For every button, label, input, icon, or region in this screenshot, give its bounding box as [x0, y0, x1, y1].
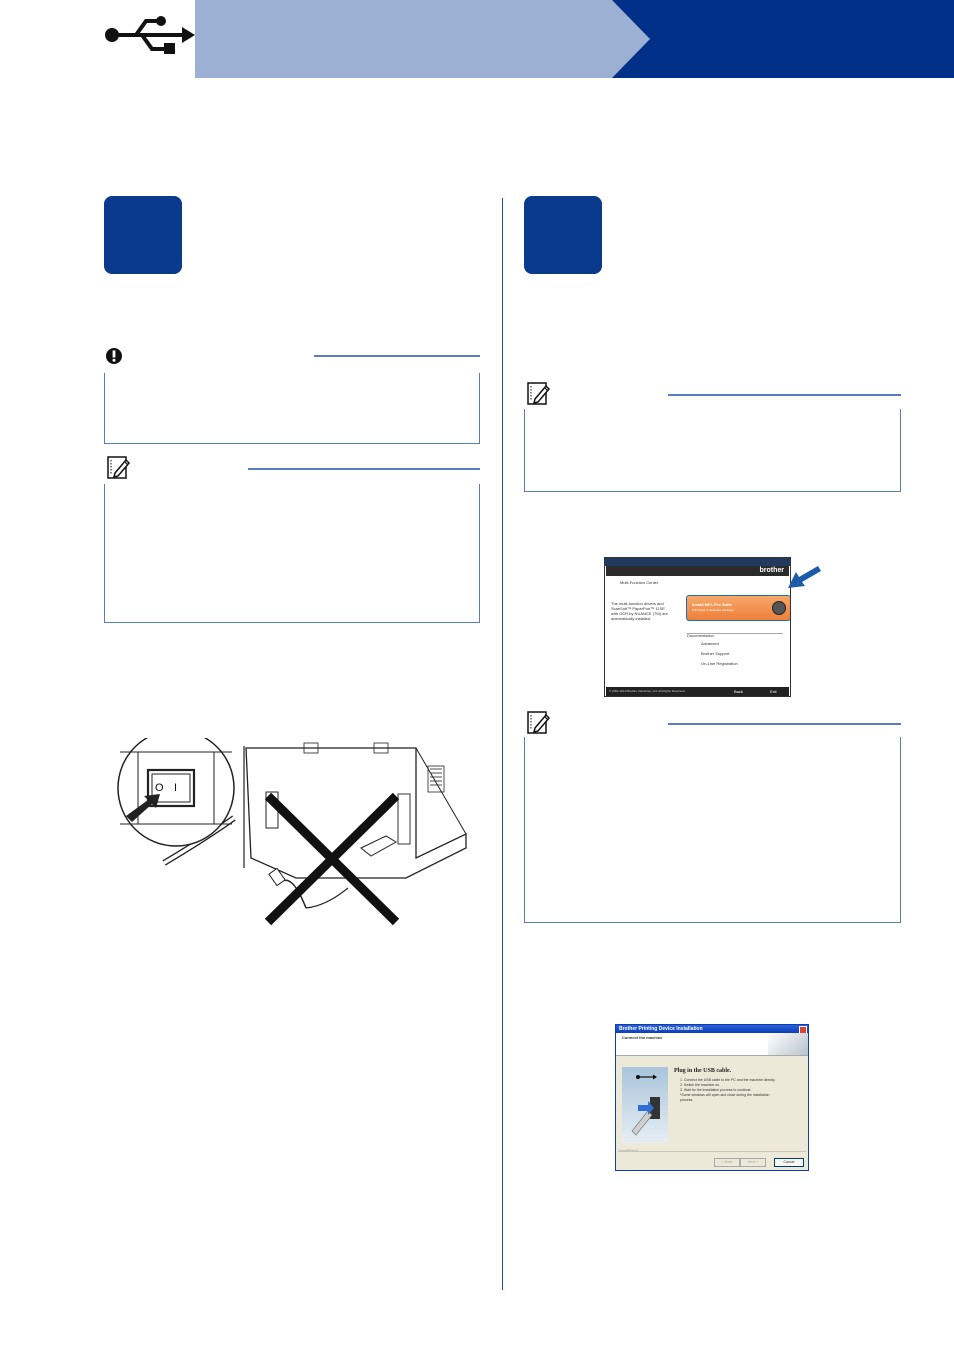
- exit-button[interactable]: Exit: [770, 689, 777, 694]
- top-menu-footer: © 2001-2010 Brother Industries, Ltd. All…: [606, 687, 789, 696]
- dialog-back-button[interactable]: < Back: [714, 1158, 740, 1167]
- note-box-right-1: [524, 409, 901, 492]
- step-badge-left: [104, 196, 182, 274]
- power-switch-icon: O I: [116, 738, 476, 928]
- note-box-right-1-topline: [668, 394, 901, 396]
- note-box-right-2-topline: [668, 723, 901, 725]
- pointer-arrow-icon: [786, 564, 822, 592]
- usb-dialog-instructions: 1. Connect the USB cable to the PC and t…: [680, 1078, 776, 1102]
- note-icon: [526, 380, 552, 406]
- top-menu-screenshot: brother Multi-Function Center The multi-…: [604, 557, 791, 697]
- note-box-left: [104, 484, 480, 623]
- top-menu-titlebar: [605, 558, 790, 566]
- back-button[interactable]: Back: [734, 689, 743, 694]
- header-band-dark: [612, 0, 954, 78]
- switch-label-on: I: [174, 782, 178, 794]
- top-menu-title: Multi-Function Center: [620, 580, 659, 585]
- important-box: [104, 373, 480, 444]
- disc-icon: [772, 601, 786, 615]
- dialog-cancel-button[interactable]: Cancel: [774, 1158, 804, 1167]
- note-box-left-topline: [248, 468, 480, 470]
- important-box-topline: [314, 355, 480, 357]
- menu-item-online-registration[interactable]: On-Line Registration: [701, 661, 738, 666]
- note-box-right-2: [524, 737, 901, 923]
- switch-label-off: O: [155, 782, 164, 794]
- menu-item-brother-support[interactable]: Brother Support: [701, 651, 730, 656]
- usb-icon: [100, 12, 196, 58]
- column-divider: [502, 198, 503, 1290]
- usb-dialog-banner: Connect the machine: [616, 1033, 808, 1056]
- top-menu-description: The multi-function drivers and ScanSoft™…: [611, 601, 668, 621]
- documentation-item[interactable]: Documentation: [687, 624, 783, 638]
- install-mfl-pro-button[interactable]: Install MFL-Pro Suite Full Driver & Soft…: [686, 595, 790, 621]
- dialog-next-button[interactable]: Next >: [740, 1158, 766, 1167]
- usb-dialog-heading: Plug in the USB cable.: [674, 1068, 732, 1074]
- usb-dialog-titlebar: Brother Printing Device Installation: [616, 1025, 808, 1034]
- brand-logo: brother: [759, 567, 785, 574]
- cross-mark-icon: [264, 792, 400, 926]
- step-badge-right: [524, 196, 602, 274]
- usb-dialog-screenshot: Brother Printing Device Installation Con…: [615, 1024, 809, 1171]
- top-menu-brand-bar: [606, 566, 789, 576]
- note-icon: [106, 454, 132, 480]
- usb-plug-icon: [622, 1067, 668, 1143]
- menu-item-advanced[interactable]: Advanced: [701, 641, 719, 646]
- top-menu-items: Advanced Brother Support On-Line Registr…: [701, 641, 738, 666]
- note-icon: [526, 709, 552, 735]
- important-icon: [104, 346, 124, 366]
